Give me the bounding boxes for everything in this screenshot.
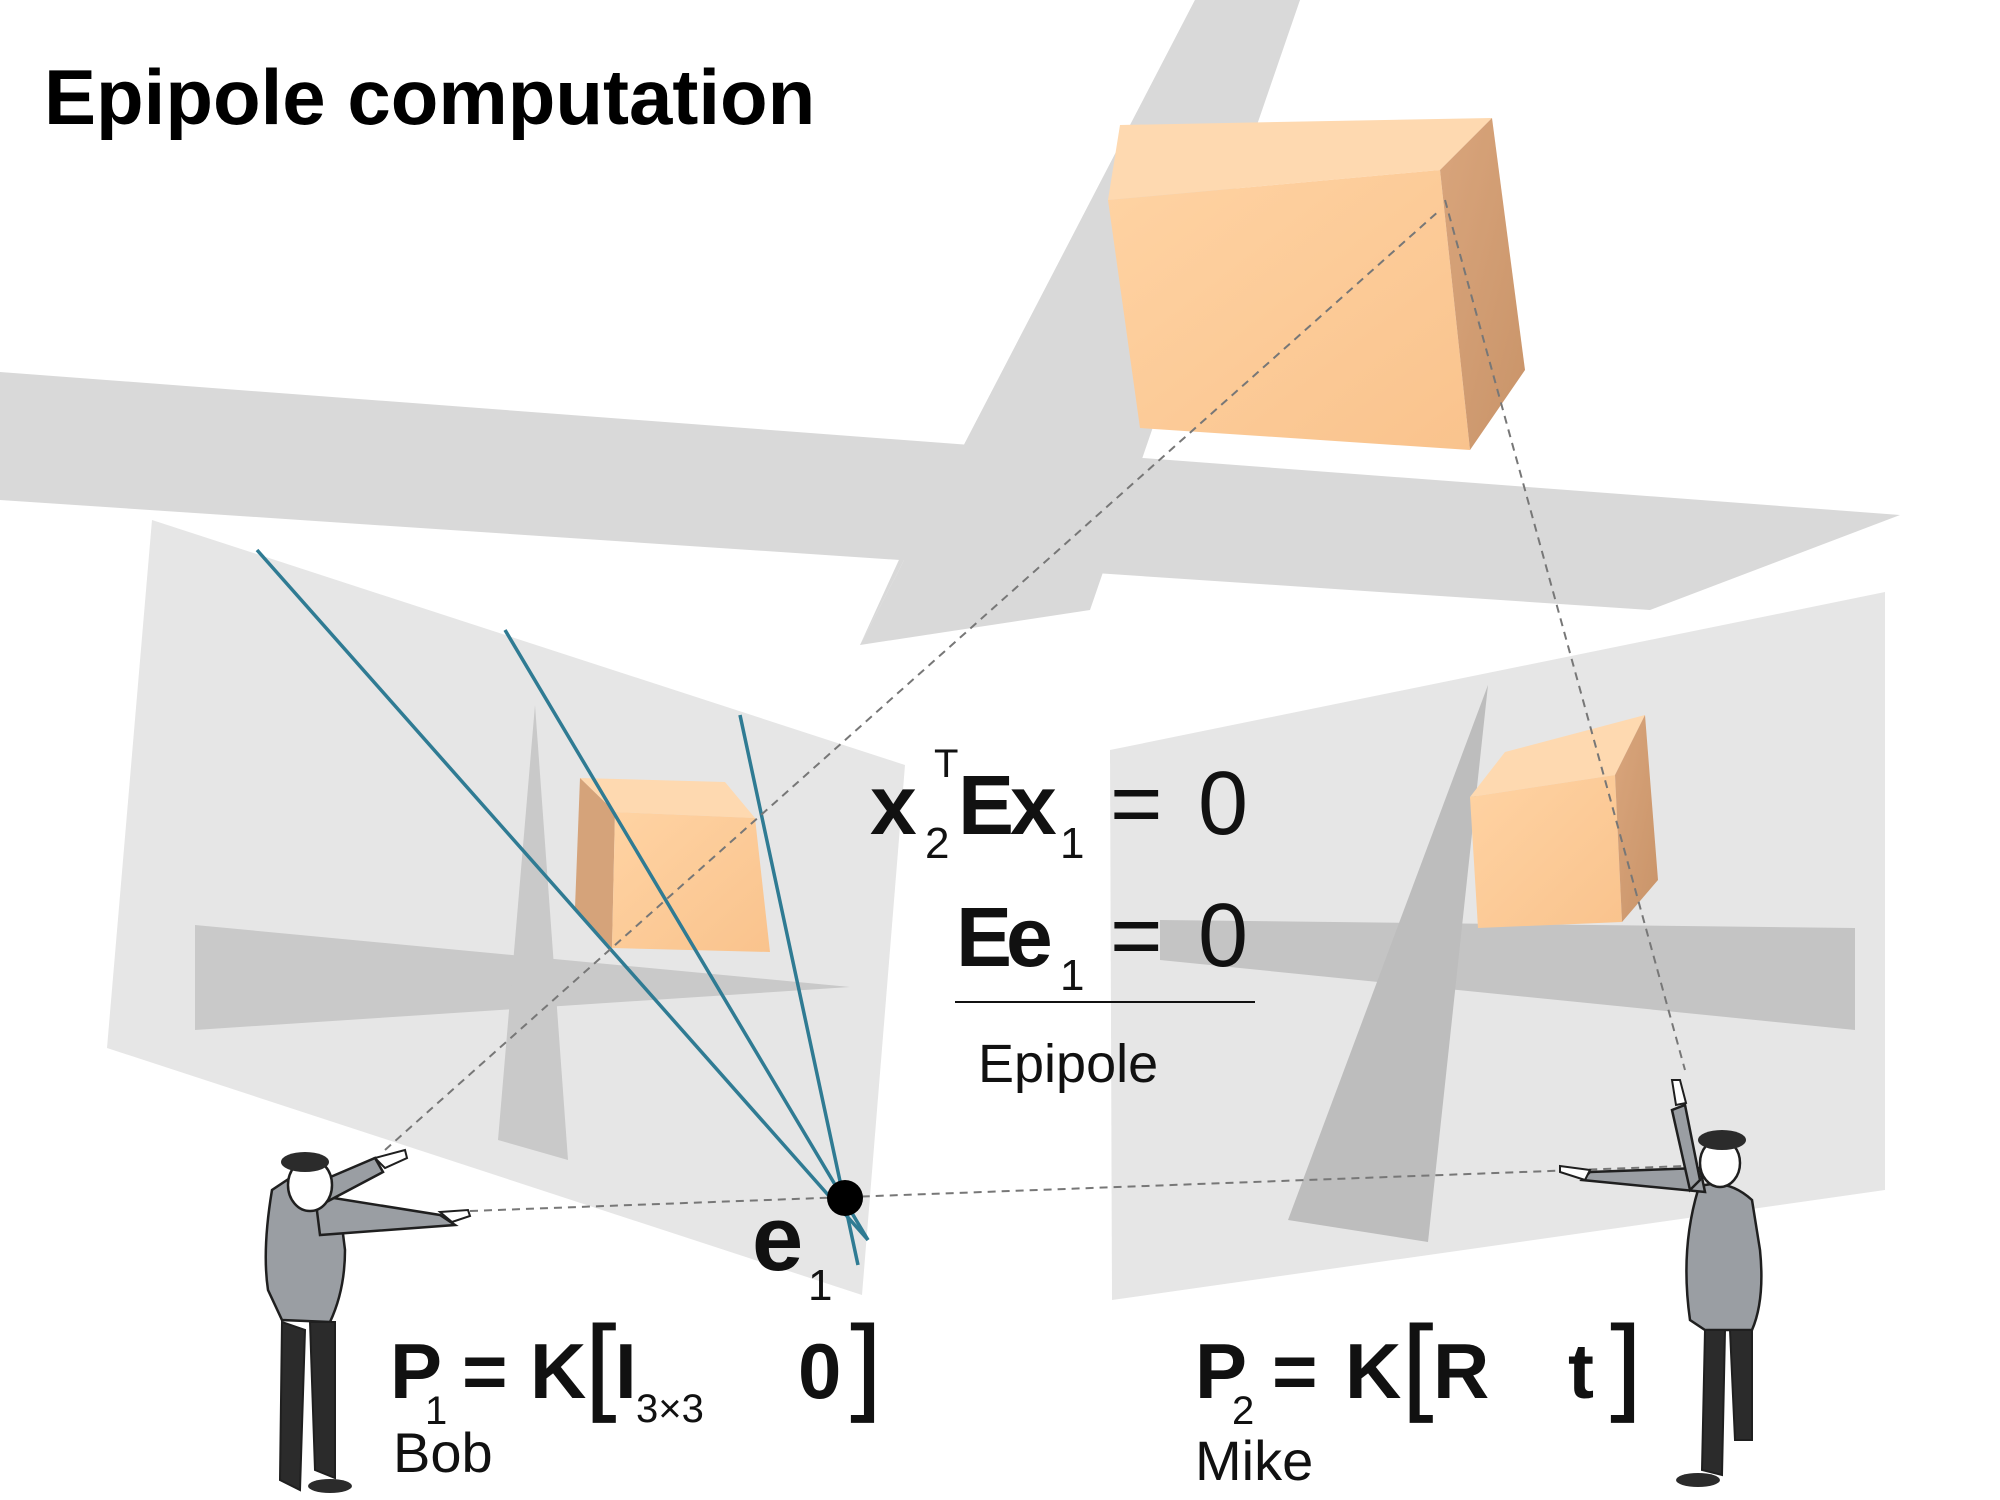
plane-right-shadow-vertical: [1288, 685, 1488, 1242]
camera1-projection-matrix: P 1 = K [ I 3×3 0 ] Bob: [390, 1305, 884, 1484]
eq1-x1: x: [1010, 758, 1057, 852]
box-right-image: [1470, 715, 1658, 928]
baseline-ray: [469, 1164, 1713, 1212]
image-plane-right: [1110, 592, 1885, 1300]
cam1-I-sub: 3×3: [636, 1387, 704, 1431]
plane-right-shadow-horizontal: [1160, 920, 1855, 1030]
eq2-equals: =: [1110, 886, 1163, 986]
cam2-close-bracket: ]: [1600, 1305, 1644, 1435]
plane-left-shadow-vertical: [498, 705, 568, 1160]
cam2-name: Mike: [1195, 1429, 1313, 1492]
epipole-caption: Epipole: [978, 1034, 1158, 1094]
camera2-projection-matrix: P 2 = K [ R t ] Mike: [1195, 1305, 1644, 1492]
epipole-label-e: e: [752, 1188, 803, 1290]
eq2-e-sub: 1: [1060, 951, 1084, 1000]
image-plane-left: [107, 520, 905, 1295]
ray-mike-to-box: [1444, 199, 1686, 1071]
cam2-P: P: [1195, 1327, 1247, 1415]
epipolar-line-1: [255, 548, 870, 1242]
eq2-zero: 0: [1198, 886, 1248, 986]
eq1-x2: x: [870, 758, 917, 852]
person-pointing-icon-bob: [264, 1148, 472, 1493]
cam1-name: Bob: [393, 1421, 493, 1484]
epipole-label: e 1: [752, 1188, 832, 1310]
cam1-P: P: [390, 1327, 442, 1415]
epipolar-line-3: [738, 714, 860, 1266]
epipolar-constraint-equation: x T 2 E x 1 = 0: [870, 742, 1248, 868]
projection-rays: [384, 199, 1713, 1212]
eq2-e: e: [1006, 890, 1053, 984]
cam1-close-bracket: ]: [840, 1305, 884, 1435]
cam1-I: I: [615, 1327, 637, 1415]
eq1-E: E: [958, 758, 1014, 852]
cam1-K: K: [530, 1327, 586, 1415]
eq1-x2-sup: T: [934, 742, 958, 786]
epipolar-line-2: [503, 629, 870, 1241]
cam2-open-bracket: [: [1400, 1305, 1444, 1435]
epipolar-lines: [255, 548, 870, 1266]
page-title: Epipole computation: [44, 53, 815, 141]
ray-bob-to-box: [384, 209, 1441, 1151]
cam2-K: K: [1345, 1327, 1401, 1415]
eq1-zero: 0: [1198, 754, 1248, 854]
eq1-equals: =: [1110, 754, 1163, 854]
cam2-R: R: [1433, 1327, 1489, 1415]
epipole-label-sub: 1: [808, 1261, 832, 1310]
epipole-point-icon: [827, 1180, 863, 1216]
eq1-x1-sub: 1: [1060, 819, 1084, 868]
cam2-P-sub: 2: [1232, 1389, 1254, 1433]
cam1-P-sub: 1: [425, 1389, 447, 1433]
box-left-image: [575, 778, 770, 952]
cam2-equals: =: [1272, 1327, 1318, 1415]
cam1-open-bracket: [: [583, 1305, 627, 1435]
epipole-equation: E e 1 = 0 Epipole: [955, 886, 1255, 1094]
box-3d-icon: [1108, 118, 1525, 450]
cam2-t: t: [1568, 1327, 1594, 1415]
cam1-zero: 0: [798, 1327, 841, 1415]
cam1-equals: =: [462, 1327, 508, 1415]
eq2-E: E: [956, 890, 1012, 984]
person-pointing-icon-mike: [1559, 1079, 1763, 1487]
eq1-x2-sub: 2: [925, 819, 949, 868]
